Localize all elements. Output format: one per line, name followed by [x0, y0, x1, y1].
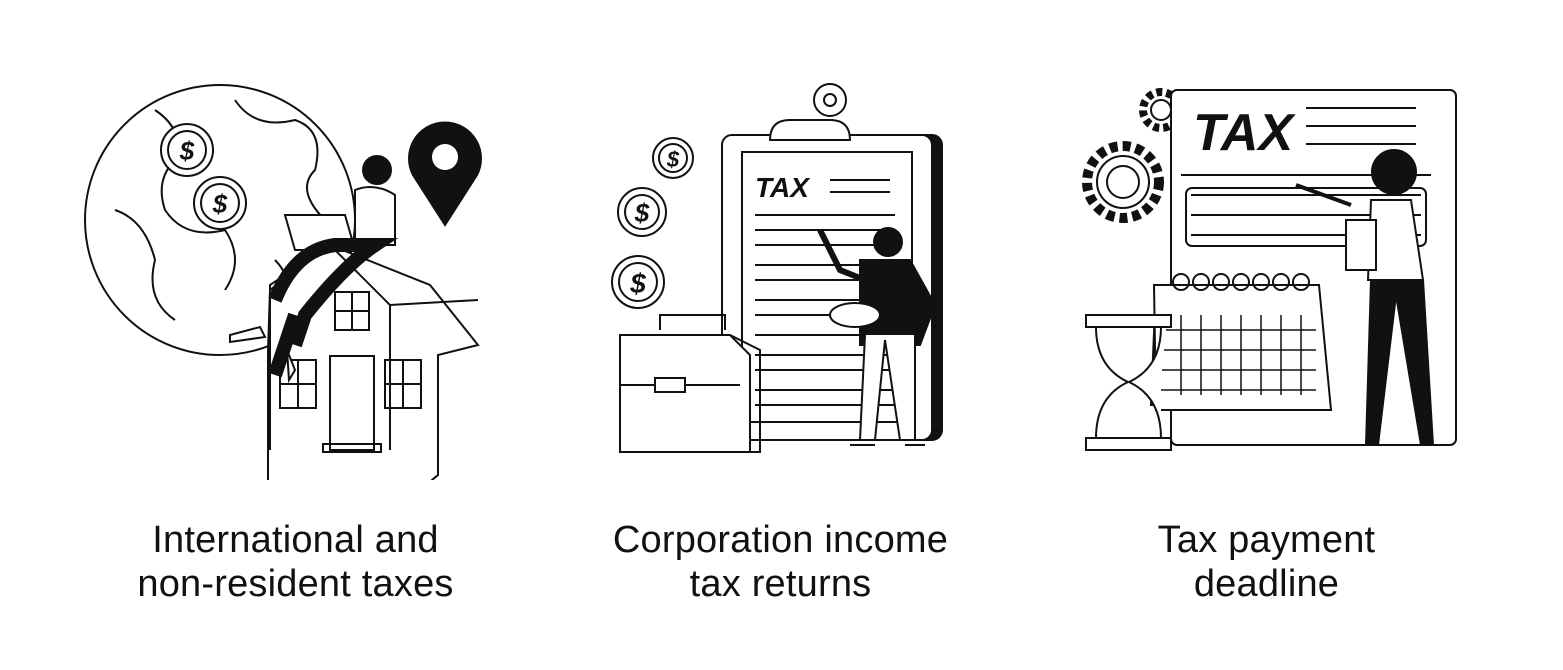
- dollar-coin-icon: $ $ $: [611, 137, 694, 309]
- person-with-laptop-icon: [229, 155, 399, 384]
- woman-icon: [1295, 149, 1435, 446]
- svg-text:$: $: [629, 268, 646, 299]
- location-pin-icon: [408, 121, 482, 227]
- tax-label: TAX: [1193, 104, 1296, 162]
- caption: International and non-resident taxes: [35, 518, 556, 606]
- svg-text:$: $: [634, 198, 650, 228]
- corporation-tax-illustration: TAX $ $ $: [611, 83, 943, 453]
- svg-text:$: $: [666, 147, 680, 172]
- caption-line-1: Tax payment: [1157, 519, 1376, 561]
- gear-icon: [1082, 88, 1183, 223]
- tax-deadline-illustration: TAX: [1082, 88, 1457, 451]
- panel-corporation-tax-returns: TAX $ $ $ Corporation income tax re: [520, 0, 1041, 670]
- caption-line-1: Corporation income: [612, 519, 949, 561]
- dollar-coin-icon: $ $: [160, 123, 247, 230]
- calendar-icon: [1149, 273, 1333, 411]
- caption-line-2: tax returns: [689, 563, 872, 605]
- house-icon: [267, 243, 480, 480]
- svg-text:$: $: [212, 189, 228, 219]
- panel-international-taxes: $ $ International and non-resident taxes: [35, 0, 556, 670]
- caption: Corporation income tax returns: [520, 518, 1041, 606]
- caption-line-2: non-resident taxes: [137, 563, 454, 605]
- svg-text:$: $: [179, 136, 195, 166]
- caption-line-1: International and: [152, 519, 439, 561]
- tax-label: TAX: [755, 172, 811, 203]
- international-taxes-illustration: $ $: [84, 84, 482, 480]
- businessman-icon: [817, 227, 937, 446]
- panel-tax-payment-deadline: TAX Tax payment deadline: [1006, 0, 1527, 670]
- caption: Tax payment deadline: [1006, 518, 1527, 606]
- hourglass-icon: [1085, 314, 1172, 451]
- caption-line-2: deadline: [1193, 563, 1340, 605]
- briefcase-icon: [619, 314, 761, 453]
